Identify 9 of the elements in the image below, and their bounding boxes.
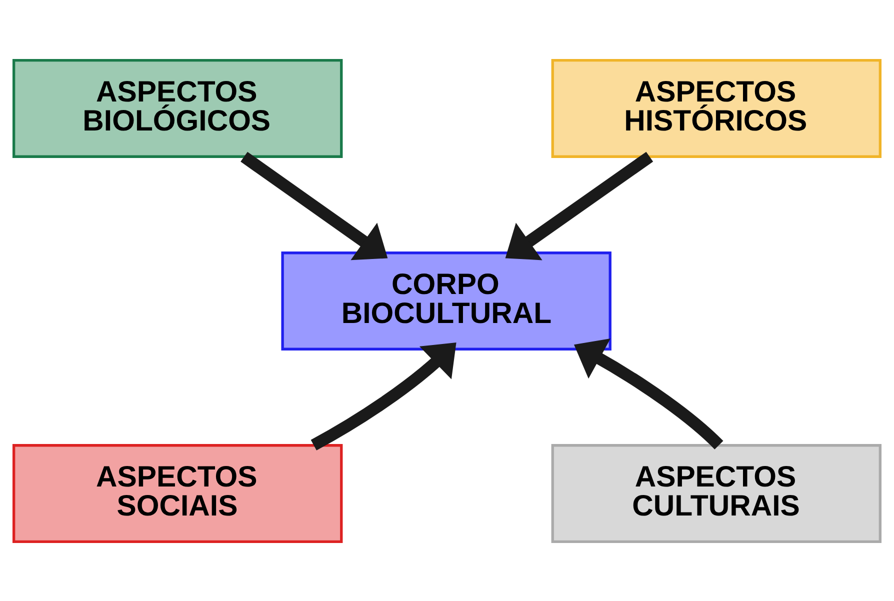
node-box: ASPECTOS CULTURAIS <box>551 444 882 542</box>
arrow <box>310 342 456 450</box>
node-box: ASPECTOS HISTÓRICOS <box>551 58 882 158</box>
arrow <box>240 151 388 260</box>
node-box: ASPECTOS BIOLÓGICOS <box>12 58 343 158</box>
node-box: CORPO BIOCULTURAL <box>281 251 612 350</box>
node-box: ASPECTOS SOCIAIS <box>12 444 343 542</box>
arrow <box>574 338 724 449</box>
arrow <box>505 151 654 260</box>
